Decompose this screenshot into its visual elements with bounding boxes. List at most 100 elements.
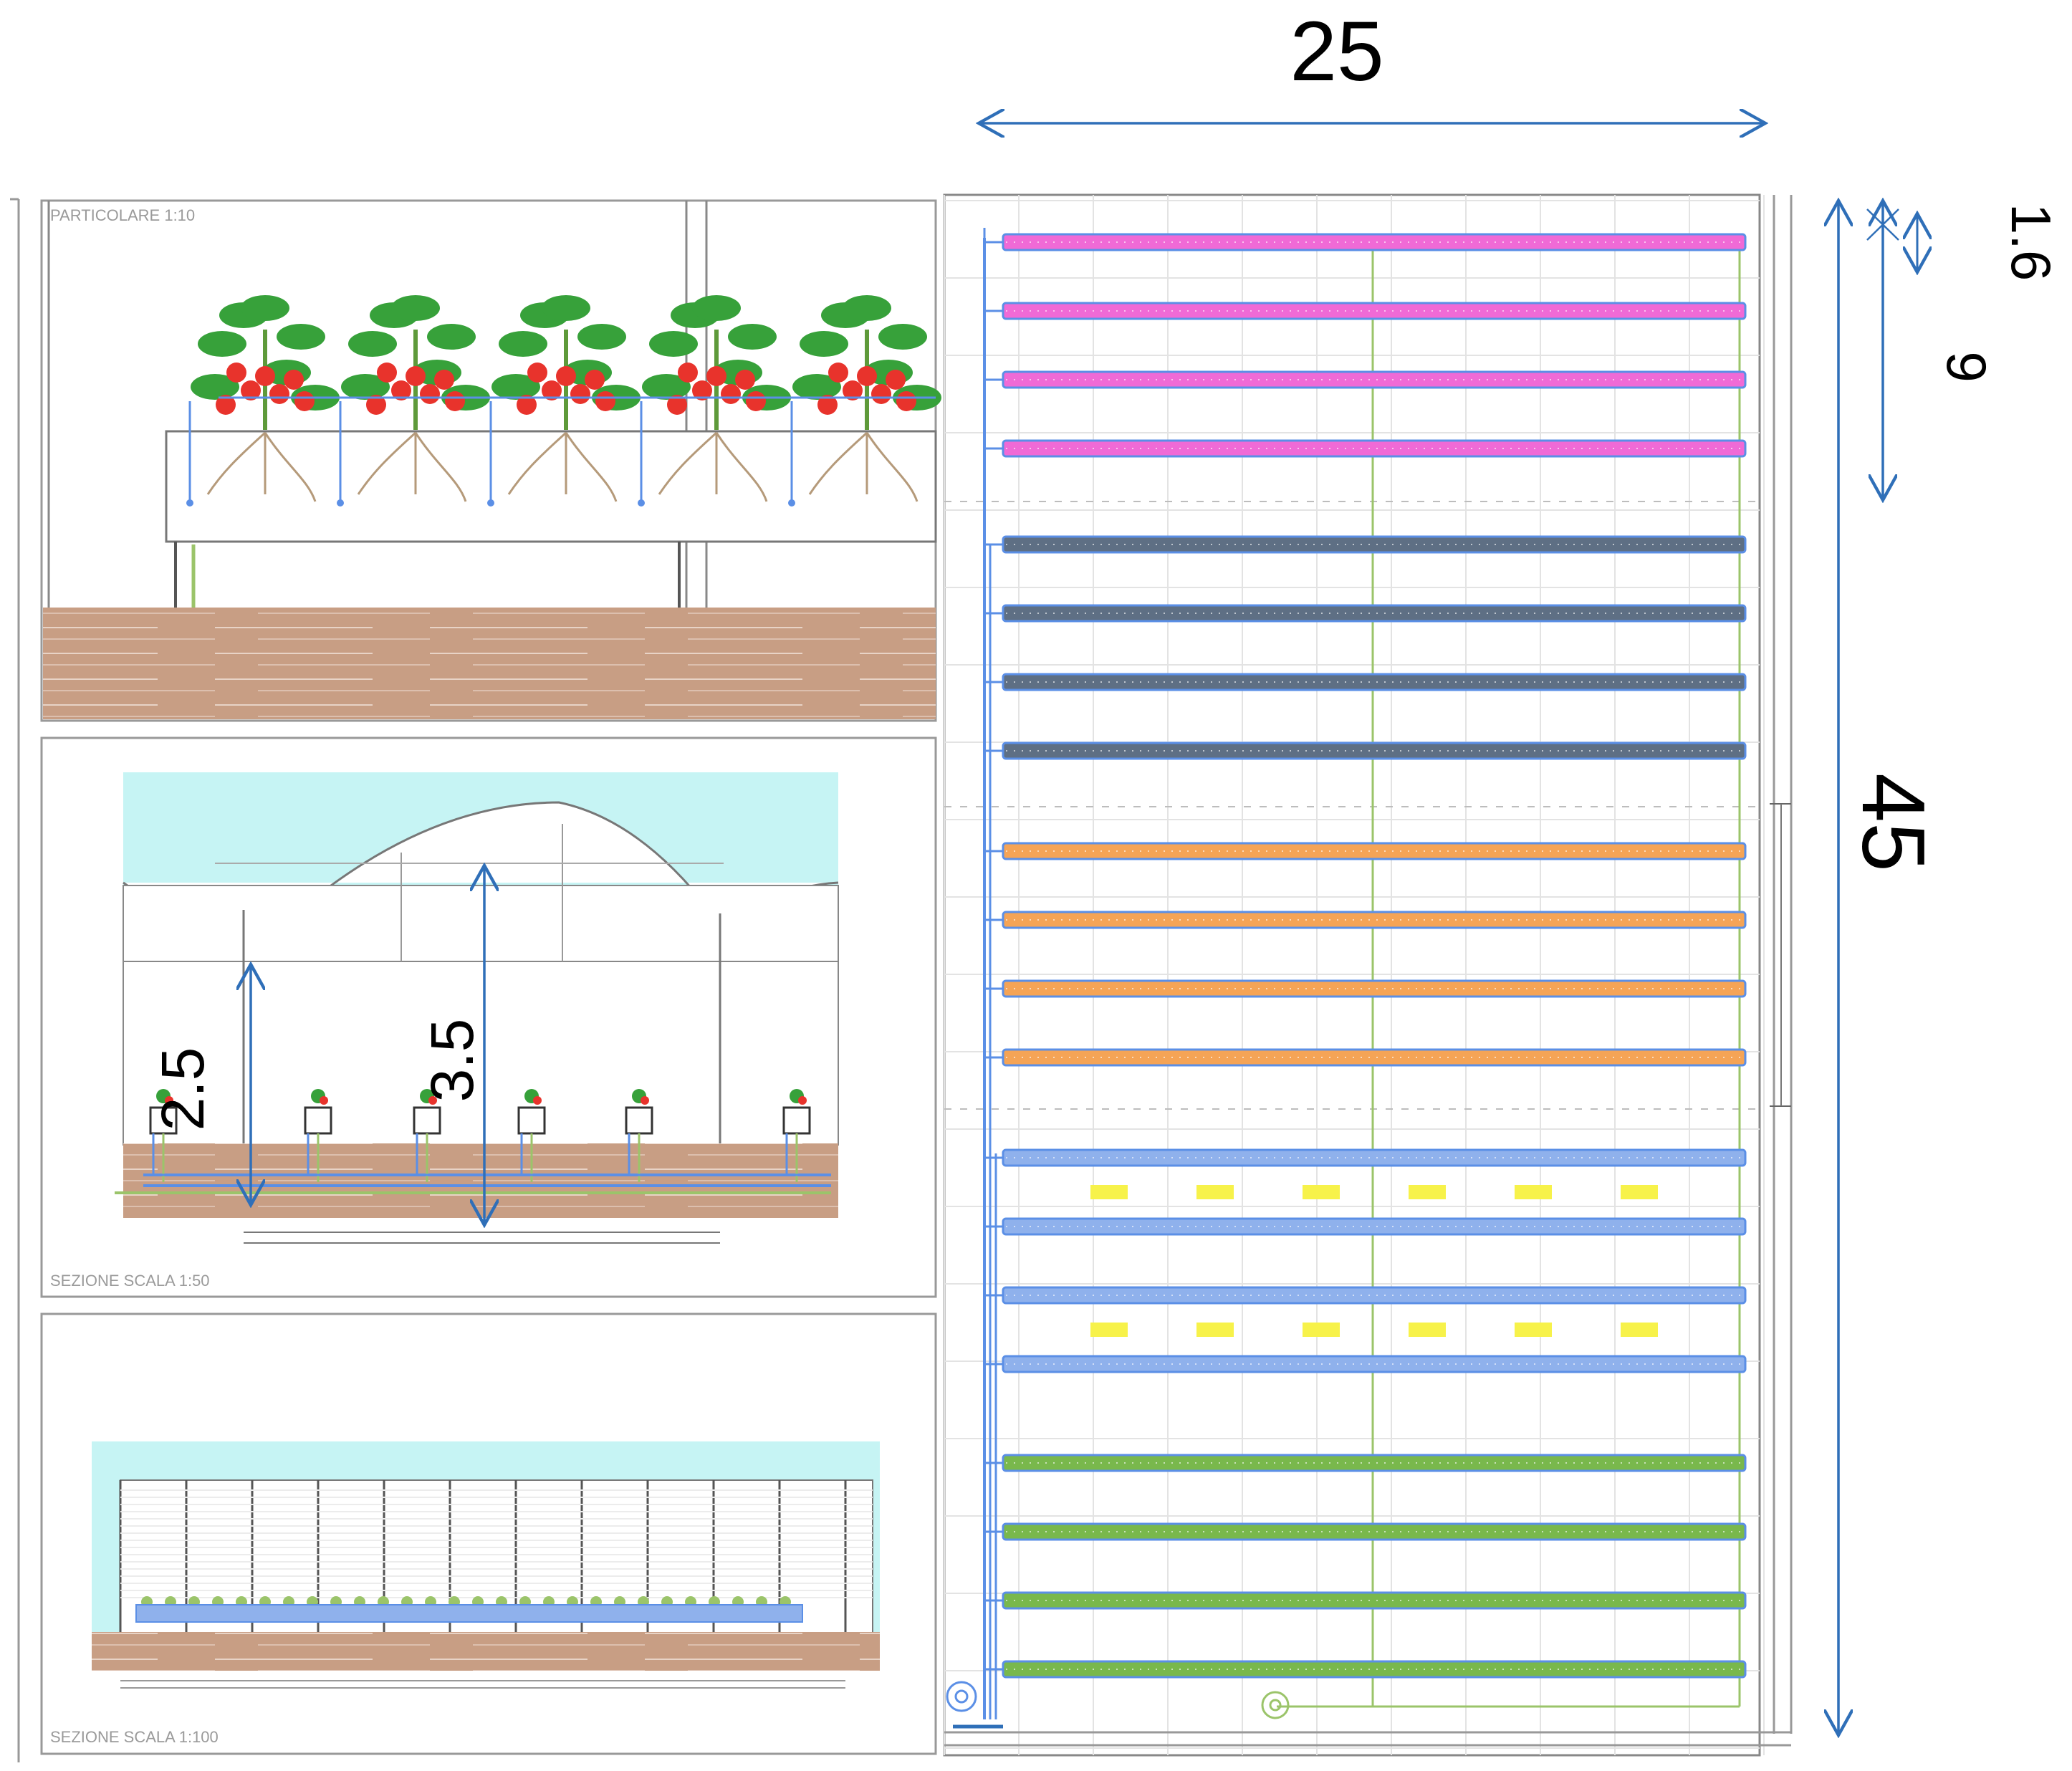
growing-channel	[1002, 1148, 1747, 1167]
leaf	[878, 324, 927, 350]
width-dimension: 25	[979, 4, 1765, 123]
plant-box	[625, 1106, 653, 1135]
tomato	[366, 395, 386, 415]
tomato	[269, 384, 289, 404]
growing-channel	[1002, 1591, 1747, 1610]
tomato	[542, 380, 562, 400]
soil-strip	[123, 1143, 838, 1218]
section-100-panel: SEZIONE SCALA 1:100	[40, 1312, 937, 1755]
tomato	[896, 391, 916, 411]
header-gap-dimension: 1.6	[1866, 203, 2063, 281]
tomato	[721, 384, 741, 404]
tomato	[226, 363, 246, 383]
growing-channel	[1002, 439, 1747, 458]
growing-channel	[1002, 842, 1747, 860]
length-dimension: 45	[1838, 201, 1942, 1735]
leaf	[577, 324, 626, 350]
module-label: 9	[1935, 351, 1998, 382]
tomato	[692, 380, 712, 400]
tomato	[255, 366, 275, 386]
supply-pump-icon	[946, 1681, 977, 1712]
tomato	[420, 384, 440, 404]
bench-row	[135, 1604, 803, 1623]
light-panel	[1621, 1185, 1658, 1199]
leaf	[792, 374, 841, 400]
leaf	[341, 374, 390, 400]
light-panel	[1515, 1323, 1552, 1337]
growing-channel	[1002, 302, 1747, 320]
light-panels	[1090, 1185, 1658, 1337]
leaf	[642, 374, 691, 400]
growing-channel	[1002, 1355, 1747, 1373]
growing-channel	[1002, 979, 1747, 998]
growing-channel	[1002, 370, 1747, 389]
left-margin-line	[10, 198, 20, 1762]
light-panel	[1621, 1323, 1658, 1337]
leaf	[649, 331, 698, 357]
soil-strip	[43, 608, 936, 719]
leaf	[191, 374, 239, 400]
light-panel	[1196, 1185, 1234, 1199]
height-low-label: 2.5	[149, 1047, 216, 1131]
leaf	[198, 331, 246, 357]
tomato	[377, 363, 397, 383]
section-100-label: SEZIONE SCALA 1:100	[50, 1728, 219, 1746]
light-panel	[1090, 1323, 1128, 1337]
section-50-label: SEZIONE SCALA 1:50	[50, 1272, 210, 1290]
light-panel	[1303, 1185, 1340, 1199]
width-label: 25	[1290, 4, 1383, 99]
tomato	[527, 363, 547, 383]
growing-channel	[1002, 233, 1747, 251]
growing-channel	[1002, 1454, 1747, 1472]
growing-channel	[1002, 1286, 1747, 1305]
leaf	[277, 324, 325, 350]
tomato	[294, 391, 315, 411]
tomato	[817, 395, 838, 415]
height-high-label: 3.5	[418, 1019, 486, 1103]
tomato	[843, 380, 863, 400]
greenhouse-bays	[119, 1480, 873, 1636]
growing-channels	[1002, 233, 1747, 1679]
section-plant-boxes	[149, 1089, 818, 1182]
growing-channel	[1002, 1048, 1747, 1067]
light-panel	[1409, 1323, 1446, 1337]
length-label: 45	[1843, 773, 1942, 872]
growing-channel	[1002, 741, 1747, 760]
leaf	[499, 331, 547, 357]
leaf	[800, 331, 848, 357]
plant-box	[782, 1106, 811, 1135]
light-panel	[1303, 1323, 1340, 1337]
tomato	[570, 384, 590, 404]
tomato	[857, 366, 877, 386]
tomato	[556, 366, 576, 386]
tomato	[746, 391, 766, 411]
growing-channel	[1002, 673, 1747, 691]
tomato	[284, 370, 304, 390]
leaf	[348, 331, 397, 357]
tomato	[735, 370, 755, 390]
plant-box	[413, 1106, 441, 1135]
tomato	[595, 391, 615, 411]
tomato	[391, 380, 411, 400]
tomato	[241, 380, 261, 400]
feed-pump-icon	[1261, 1691, 1290, 1719]
tomato	[517, 395, 537, 415]
detail-panel: PARTICOLARE 1:10	[40, 199, 941, 722]
leaf	[241, 295, 289, 321]
tomato	[667, 395, 687, 415]
soil-strip	[92, 1632, 880, 1671]
section-50-panel: SEZIONE SCALA 1:50 2.5 3.5	[40, 736, 937, 1298]
growing-trough	[165, 430, 937, 543]
tomato	[678, 363, 698, 383]
tomato	[216, 395, 236, 415]
tomato	[886, 370, 906, 390]
leaf	[728, 324, 777, 350]
leaf	[427, 324, 476, 350]
supply-manifold	[953, 228, 1004, 1729]
light-panel	[1409, 1185, 1446, 1199]
leaf	[391, 295, 440, 321]
tomato	[706, 366, 726, 386]
tomato	[828, 363, 848, 383]
light-panel	[1515, 1185, 1552, 1199]
